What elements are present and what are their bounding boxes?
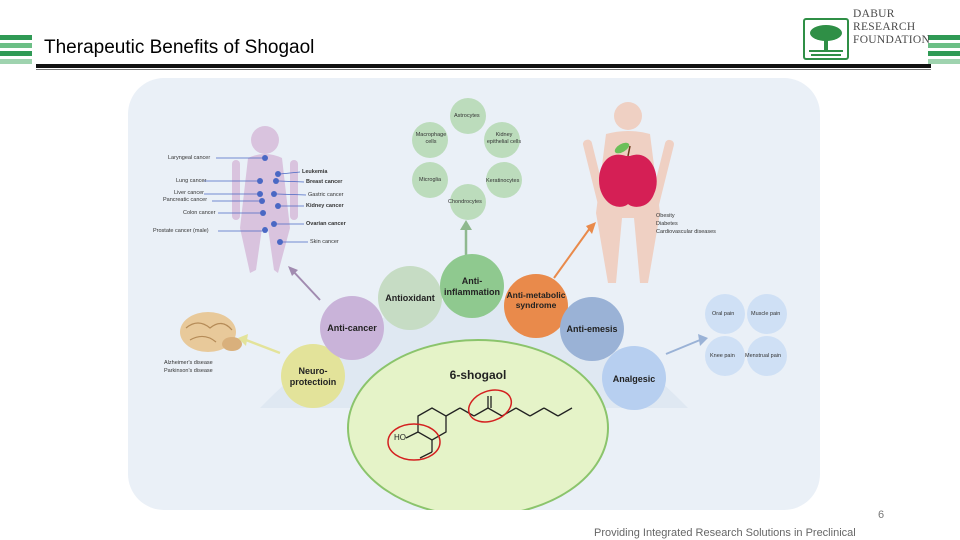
pain-circles [705, 294, 787, 376]
cancer-label: Pancreatic cancer [163, 197, 208, 203]
slide-title: Therapeutic Benefits of Shogaol [44, 37, 315, 58]
cell-label: Macrophage cells [415, 132, 447, 145]
tree-logo-icon [803, 18, 849, 60]
title-underline-thin [36, 69, 931, 70]
cell-label: Chondrocytes [448, 199, 482, 205]
benefit-arrows [238, 220, 708, 355]
decorative-bars-left [0, 35, 32, 67]
figure-graphics [180, 98, 787, 510]
cancer-leader-lines [204, 157, 308, 243]
brain-icon [180, 312, 242, 352]
benefit-analgesic-label: Analgesic [612, 374, 656, 384]
cancer-location-dots [257, 155, 283, 245]
cancer-label: Laryngeal cancer [168, 155, 211, 161]
female-body-silhouette [232, 126, 298, 273]
metabolic-label: Diabetes [656, 221, 678, 227]
dabur-research-logo: DABUR RESEARCH FOUNDATION [803, 8, 930, 60]
neuro-label: Parkinson's disease [164, 368, 213, 374]
title-box: Therapeutic Benefits of Shogaol [36, 34, 796, 64]
footer-text: Providing Integrated Research Solutions … [594, 527, 856, 539]
pain-label: Menstrual pain [745, 353, 782, 359]
logo-wordmark: DABUR RESEARCH FOUNDATION [853, 8, 930, 47]
logo-line-3: FOUNDATION [853, 34, 931, 46]
cancer-label: Leukemia [302, 169, 328, 175]
page-number: 6 [878, 509, 885, 521]
cell-label: Microglia [419, 177, 442, 183]
decorative-bars-right [928, 35, 960, 67]
neuro-label: Alzheimer's disease [164, 360, 213, 366]
benefit-anticancer-label: Anti-cancer [327, 323, 377, 333]
cancer-label: Skin cancer [310, 239, 339, 245]
cancer-label: Prostate cancer (male) [153, 228, 209, 234]
apple-icon [599, 142, 657, 207]
hydroxyl-label: HO [394, 433, 406, 442]
benefit-circles [281, 254, 666, 410]
cancer-label: Liver cancer [174, 190, 204, 196]
pain-label: Muscle pain [751, 311, 781, 317]
benefit-antimetabolic-label: Anti-metabolic syndrome [506, 290, 566, 310]
cell-label: Keratinocytes [486, 178, 520, 184]
cell-label: Astrocytes [454, 113, 480, 119]
benefit-antioxidant-label: Antioxidant [385, 293, 435, 303]
cancer-label: Kidney cancer [306, 203, 344, 209]
benefit-antiemesis-label: Anti-emesis [566, 324, 618, 334]
logo-line-1: DABUR [853, 8, 895, 20]
cancer-label: Gastric cancer [308, 192, 344, 198]
cancer-label: Breast cancer [306, 179, 343, 185]
benefit-antiinflammation-label: Anti-inflammation [443, 276, 500, 297]
benefit-neuroprotection-label: Neuro-protectioin [289, 366, 337, 387]
shogaol-benefits-figure: Laryngeal cancer Leukemia Lung cancer Br… [128, 78, 820, 510]
metabolic-label: Cardiovascular diseases [656, 229, 716, 235]
central-oval [347, 339, 609, 510]
functional-group-highlights [387, 389, 513, 461]
logo-line-2: RESEARCH [853, 21, 916, 33]
shogaol-molecule-structure [405, 396, 573, 459]
cell-label: Kidney epithelial cells [486, 132, 522, 145]
cancer-label: Ovarian cancer [306, 221, 346, 227]
central-compound-label: 6-shogaol [449, 368, 507, 382]
cancer-label: Colon cancer [183, 210, 216, 216]
cancer-label: Lung cancer [176, 178, 207, 184]
metabolic-label: Obesity [656, 213, 675, 219]
cell-type-circles [412, 98, 522, 220]
title-underline [36, 64, 931, 68]
pain-label: Oral pain [712, 311, 735, 317]
pain-label: Knee pain [710, 353, 735, 359]
